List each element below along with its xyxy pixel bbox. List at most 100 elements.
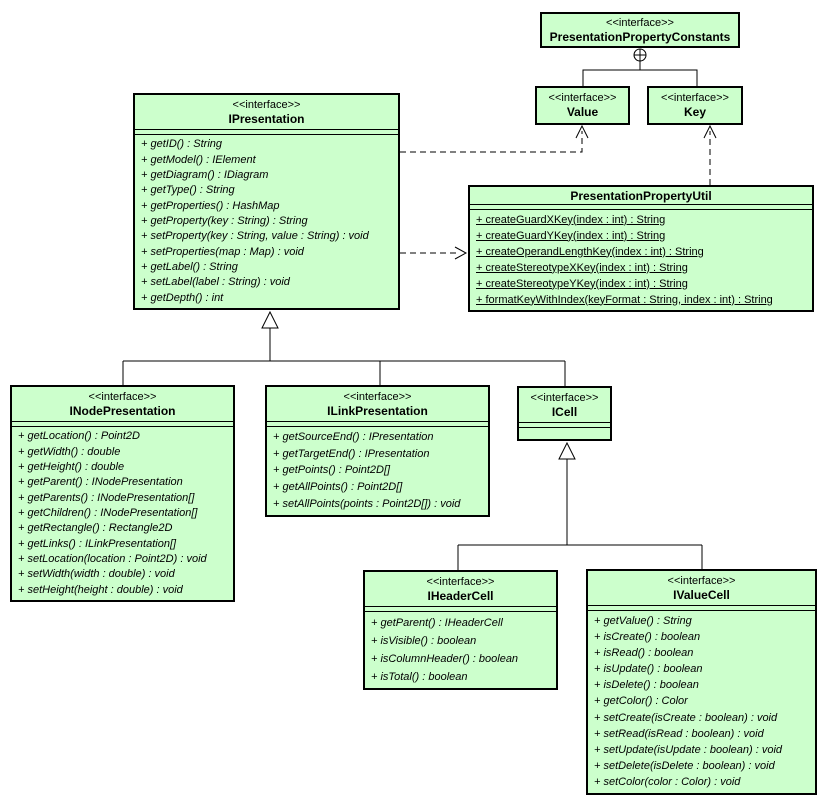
method-row: + createOperandLengthKey(index : int) : … — [476, 245, 704, 258]
method-row: + setDelete(isDelete : boolean) : void — [594, 760, 775, 773]
method-row: + createGuardXKey(index : int) : String — [476, 213, 666, 226]
class-stereotype: <<interface>> — [606, 16, 674, 29]
class-name: IHeaderCell — [427, 588, 494, 603]
class-box-ilink-presentation[interactable]: <<interface>> ILinkPresentation + getSou… — [265, 385, 490, 517]
method-row: + isDelete() : boolean — [594, 679, 699, 692]
dependency-ipresentation-to-util — [400, 246, 468, 260]
class-stereotype: <<interface>> — [530, 391, 599, 404]
class-title: <<interface>> ILinkPresentation — [267, 387, 488, 421]
method-row: + getRectangle() : Rectangle2D — [18, 522, 173, 535]
method-row: + getParents() : INodePresentation[] — [18, 491, 195, 504]
method-row: + getPoints() : Point2D[] — [273, 464, 391, 477]
method-row: + setCreate(isCreate : boolean) : void — [594, 711, 778, 724]
method-row: + getProperty(key : String) : String — [141, 214, 308, 227]
methods-compartment: + getParent() : IHeaderCell + isVisible()… — [365, 612, 556, 688]
class-box-iheader-cell[interactable]: <<interface>> IHeaderCell + getParent() … — [363, 570, 558, 690]
method-row: + getDiagram() : IDiagram — [141, 168, 269, 181]
method-row: + formatKeyWithIndex(keyFormat : String,… — [476, 293, 773, 306]
class-name: PresentationPropertyConstants — [549, 29, 731, 44]
method-row: + setProperties(map : Map) : void — [141, 245, 304, 258]
method-row: + setLocation(location : Point2D) : void — [18, 553, 207, 566]
class-title: <<interface>> IPresentation — [135, 95, 398, 129]
attributes-compartment — [135, 129, 398, 135]
class-title: <<interface>> PresentationPropertyConsta… — [542, 14, 738, 46]
attributes-compartment — [588, 605, 815, 611]
method-row: + getParent() : INodePresentation — [18, 476, 183, 489]
triangle-arrowhead-icon — [558, 441, 576, 460]
class-name: ILinkPresentation — [327, 403, 428, 418]
method-row: + getLinks() : ILinkPresentation[] — [18, 537, 177, 550]
method-row: + getAllPoints() : Point2D[] — [273, 481, 403, 494]
class-name: IValueCell — [673, 587, 730, 602]
methods-compartment: + getLocation() : Point2D+ getWidth() : … — [12, 427, 233, 600]
class-stereotype: <<interface>> — [343, 390, 412, 403]
class-stereotype: <<interface>> — [88, 390, 157, 403]
methods-compartment — [519, 428, 610, 439]
class-name: Value — [566, 105, 599, 119]
method-row: + isColumnHeader() : boolean — [371, 652, 519, 665]
method-row: + setProperty(key : String, value : Stri… — [141, 230, 369, 243]
class-stereotype: <<interface>> — [661, 92, 729, 104]
open-arrowhead-icon — [575, 124, 589, 139]
class-title: <<interface>> INodePresentation — [12, 387, 233, 421]
class-title: PresentationPropertyUtil — [470, 187, 812, 204]
class-title: <<interface>> Key — [649, 88, 741, 123]
method-row: + setRead(isRead : boolean) : void — [594, 727, 764, 740]
method-row: + getColor() : Color — [594, 695, 688, 708]
method-row: + isUpdate() : boolean — [594, 663, 703, 676]
method-row: + isCreate() : boolean — [594, 630, 701, 643]
method-row: + createStereotypeXKey(index : int) : St… — [476, 261, 688, 274]
class-box-inode-presentation[interactable]: <<interface>> INodePresentation + getLoc… — [10, 385, 235, 602]
class-name: ICell — [551, 404, 578, 419]
class-stereotype: <<interface>> — [232, 98, 301, 111]
class-box-value[interactable]: <<interface>> Value — [535, 86, 630, 125]
method-row: + getHeight() : double — [18, 460, 125, 473]
class-box-key[interactable]: <<interface>> Key — [647, 86, 743, 125]
class-stereotype: <<interface>> — [667, 574, 736, 587]
method-row: + setWidth(width : double) : void — [18, 568, 175, 581]
method-row: + getValue() : String — [594, 614, 692, 627]
methods-compartment: + getSourceEnd() : IPresentation + getTar… — [267, 427, 488, 515]
containment-circle-plus-icon — [633, 48, 647, 62]
methods-compartment: + createGuardXKey(index : int) : String +… — [470, 210, 812, 310]
class-title: <<interface>> IValueCell — [588, 571, 815, 605]
class-name: Key — [683, 105, 706, 119]
class-stereotype: <<interface>> — [548, 92, 617, 104]
method-row: + setColor(color : Color) : void — [594, 776, 741, 789]
method-row: + createGuardYKey(index : int) : String — [476, 229, 666, 242]
method-row: + createStereotypeYKey(index : int) : St… — [476, 277, 688, 290]
method-row: + setUpdate(isUpdate : boolean) : void — [594, 743, 783, 756]
method-row: + getProperties() : HashMap — [141, 199, 280, 212]
class-box-icell[interactable]: <<interface>> ICell — [517, 386, 612, 441]
class-box-ivalue-cell[interactable]: <<interface>> IValueCell + getValue() : … — [586, 569, 817, 795]
method-row: + getTargetEnd() : IPresentation — [273, 447, 430, 460]
method-row: + getParent() : IHeaderCell — [371, 616, 503, 629]
method-row: + setHeight(height : double) : void — [18, 583, 183, 596]
class-name: PresentationPropertyUtil — [570, 188, 712, 203]
class-name: IPresentation — [228, 111, 305, 126]
triangle-arrowhead-icon — [261, 310, 279, 329]
class-title: <<interface>> Value — [537, 88, 628, 123]
class-title: <<interface>> ICell — [519, 388, 610, 422]
method-row: + isVisible() : boolean — [371, 634, 477, 647]
method-row: + setAllPoints(points : Point2D[]) : voi… — [273, 498, 461, 511]
method-row: + getModel() : IElement — [141, 153, 256, 166]
method-row: + getType() : String — [141, 184, 235, 197]
attributes-compartment — [519, 422, 610, 428]
method-row: + getSourceEnd() : IPresentation — [273, 430, 434, 443]
method-row: + getID() : String — [141, 138, 223, 151]
attributes-compartment — [365, 606, 556, 612]
class-box-presentation-property-constants[interactable]: <<interface>> PresentationPropertyConsta… — [540, 12, 740, 48]
method-row: + getLocation() : Point2D — [18, 430, 140, 443]
methods-compartment: + getID() : String + getModel() : IElemen… — [135, 135, 398, 308]
class-name: INodePresentation — [69, 403, 176, 418]
method-row: + getDepth() : int — [141, 291, 224, 304]
open-arrowhead-icon — [703, 124, 717, 139]
method-row: + isTotal() : boolean — [371, 670, 468, 683]
class-title: <<interface>> IHeaderCell — [365, 572, 556, 606]
class-box-presentation-property-util[interactable]: PresentationPropertyUtil + createGuardXK… — [468, 185, 814, 312]
class-box-ipresentation[interactable]: <<interface>> IPresentation + getID() : … — [133, 93, 400, 310]
dependency-util-to-key — [703, 124, 717, 185]
method-row: + isRead() : boolean — [594, 646, 694, 659]
